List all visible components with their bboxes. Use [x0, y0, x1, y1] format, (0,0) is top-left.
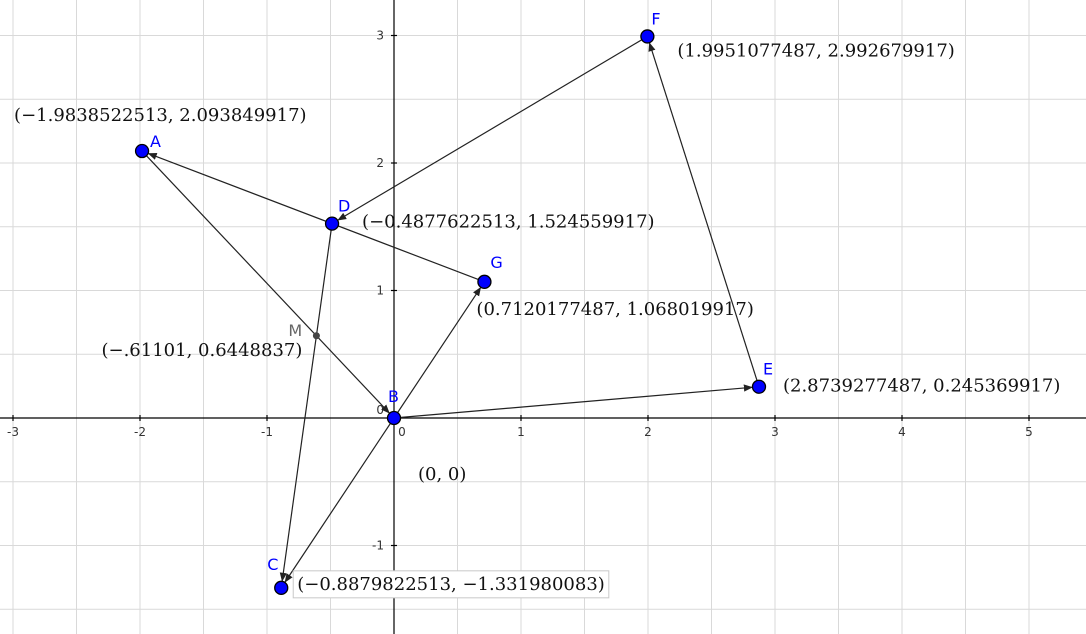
point-name-E: E — [763, 360, 773, 379]
coord-box-C — [292, 570, 610, 599]
coord-label-D: (−0.4877622513, 1.524559917) — [362, 212, 655, 233]
x-tick-label: 5 — [1025, 425, 1033, 439]
vector-EF[interactable] — [648, 42, 760, 387]
point-name-F: F — [651, 9, 660, 28]
coord-label-M: (−.61101, 0.6448837) — [101, 340, 302, 361]
tick-labels: -3 -2 -1 0 1 2 3 4 5 -1 1 2 3 0 — [7, 29, 1033, 553]
vector-AB[interactable] — [141, 150, 390, 414]
point-labels: A (−1.9838522513, 2.093849917) B (0, 0) C (−0… — [14, 9, 1060, 599]
point-name-M: M — [288, 321, 302, 340]
vector-BC[interactable] — [284, 417, 395, 583]
coord-label-G: (0.7120177487, 1.068019917) — [476, 299, 753, 320]
vector-BG[interactable] — [393, 286, 482, 419]
point-E[interactable] — [751, 379, 767, 394]
x-tick-label: 1 — [517, 425, 525, 439]
x-tick-label: -2 — [134, 425, 146, 439]
y-tick-label: -1 — [372, 539, 384, 553]
point-name-G: G — [490, 253, 502, 272]
coord-label-E: (2.8739277487, 0.245369917) — [783, 376, 1060, 397]
vector-FD[interactable] — [337, 35, 648, 221]
x-tick-label: -1 — [261, 425, 273, 439]
point-D[interactable] — [324, 216, 340, 231]
vector-GA[interactable] — [147, 152, 485, 283]
coord-label-A: (−1.9838522513, 2.093849917) — [14, 105, 307, 126]
point-F[interactable] — [640, 29, 655, 44]
point-name-C: C — [267, 555, 278, 574]
coord-label-C: (−0.8879822513, −1.331980083) — [297, 574, 605, 595]
point-G[interactable] — [477, 274, 492, 289]
y-tick-label: 2 — [376, 156, 384, 170]
point-C[interactable] — [274, 580, 289, 595]
x-tick-label: 0 — [398, 425, 406, 439]
y-tick-label: 1 — [376, 284, 384, 298]
coord-label-B: (0, 0) — [418, 464, 466, 485]
points — [134, 29, 767, 595]
vectors — [141, 35, 760, 583]
point-A[interactable] — [134, 143, 150, 159]
vector-BE[interactable] — [393, 384, 753, 419]
x-tick-label: -3 — [7, 425, 19, 439]
coord-label-F: (1.9951077487, 2.992679917) — [677, 40, 954, 61]
origin-label: 0 — [376, 403, 384, 417]
x-tick-label: 3 — [771, 425, 779, 439]
point-name-B: B — [388, 387, 399, 406]
vector-DC[interactable] — [279, 223, 333, 582]
y-tick-label: 3 — [376, 29, 384, 43]
point-B[interactable] — [386, 410, 402, 426]
point-M[interactable] — [312, 332, 320, 340]
point-name-A: A — [150, 132, 161, 151]
x-tick-label: 4 — [898, 425, 906, 439]
point-name-D: D — [338, 197, 350, 216]
x-tick-label: 2 — [644, 425, 652, 439]
